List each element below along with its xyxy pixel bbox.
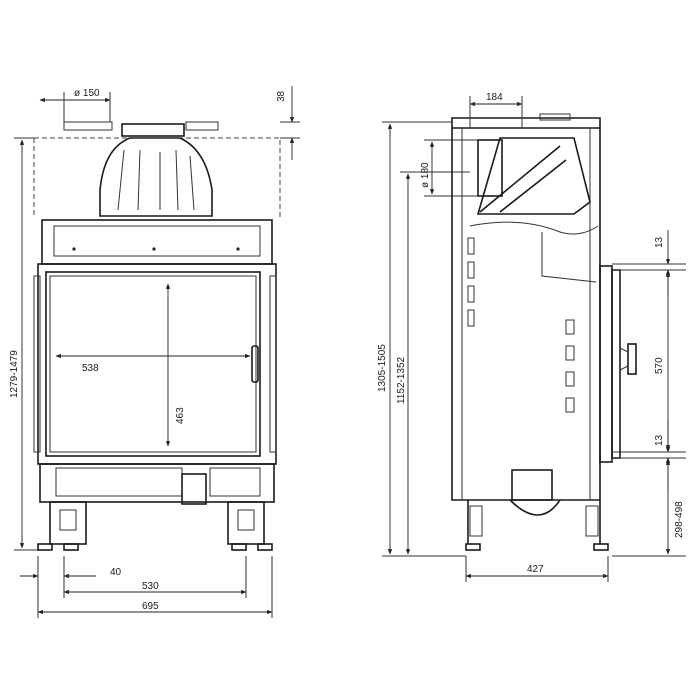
dim-flue-diameter-front: ø 150 [74, 88, 100, 99]
dim-door-bottom-height: 298-498 [674, 501, 685, 538]
front-air-control [181, 473, 207, 505]
front-legs [37, 501, 273, 551]
side-top-casing [451, 117, 601, 129]
side-flue-hood [476, 137, 591, 215]
front-view: ø 150 38 538 463 1279-1479 40 530 695 [9, 86, 300, 618]
front-flue-collar [63, 121, 113, 131]
front-glass [45, 271, 261, 457]
dim-door-height: 570 [654, 357, 665, 374]
side-door-handle [627, 343, 637, 375]
dim-total-height-front: 1279-1479 [9, 350, 20, 398]
dim-glass-height: 463 [175, 407, 186, 424]
side-view: 184 ø 180 1305-1505 1152-1352 13 570 13 … [377, 92, 686, 582]
dim-door-bottom-gap: 13 [654, 434, 665, 446]
dim-leg-spacing-inner: 40 [110, 567, 122, 578]
front-door-frame [37, 263, 277, 465]
dim-depth: 427 [527, 564, 544, 575]
front-upper-body [41, 219, 273, 265]
dim-top-offset: 38 [276, 90, 287, 102]
front-heat-dome [99, 137, 213, 217]
dim-glass-width: 538 [82, 363, 99, 374]
dim-flue-offset-side: 184 [486, 92, 503, 103]
side-air-inlet [477, 139, 503, 197]
front-door-handle [251, 345, 259, 383]
dim-leg-spacing: 530 [142, 581, 159, 592]
dim-door-top-gap: 13 [654, 236, 665, 248]
side-vents [467, 237, 575, 413]
dim-air-diameter-side: ø 180 [420, 162, 431, 188]
front-air-collar [185, 121, 219, 131]
front-casing-outline [33, 137, 281, 218]
side-air-control [511, 469, 553, 501]
dim-total-height-side-outer: 1305-1505 [377, 344, 388, 392]
front-flue-outlet [121, 123, 185, 137]
side-door [599, 265, 613, 463]
front-base [39, 463, 275, 503]
side-base [467, 499, 601, 544]
dim-total-width: 695 [142, 601, 159, 612]
dim-total-height-side-inner: 1152-1352 [396, 356, 407, 404]
